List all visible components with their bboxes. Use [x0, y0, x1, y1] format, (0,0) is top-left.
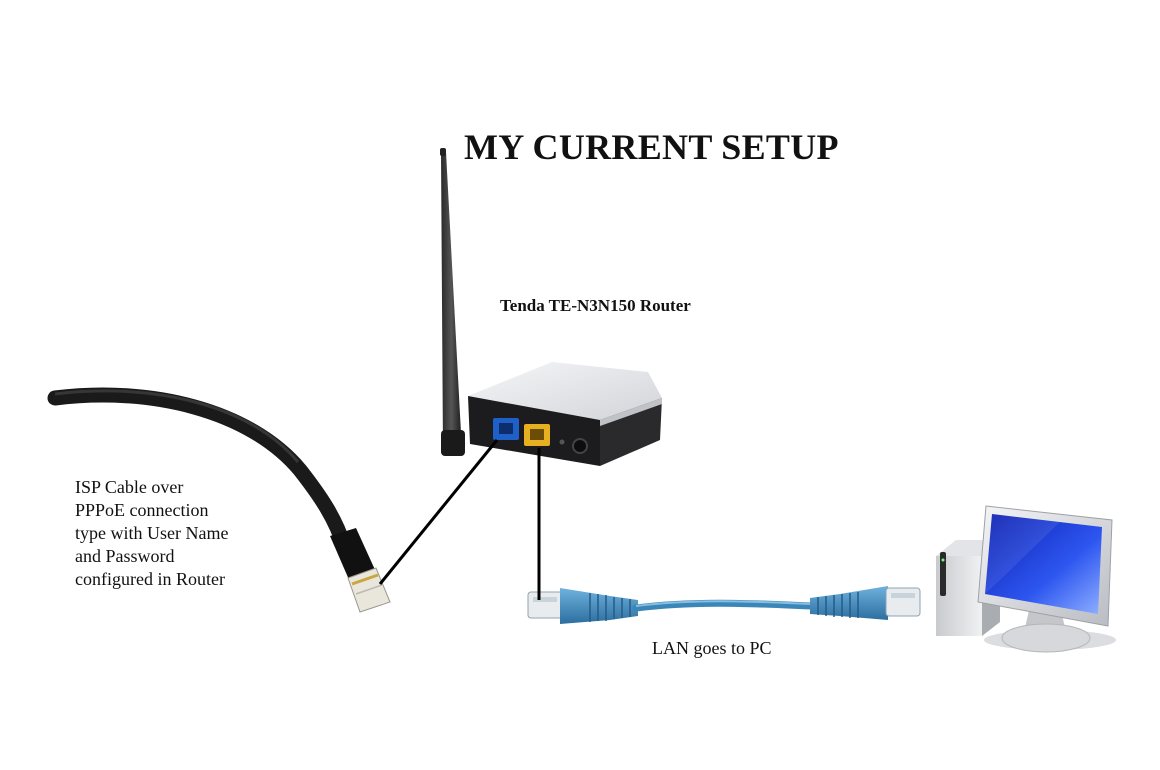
router-icon	[468, 362, 662, 466]
page-title: MY CURRENT SETUP	[464, 127, 839, 167]
isp-cable	[47, 387, 391, 613]
ethernet-connector-icon	[885, 587, 921, 617]
lan-port	[524, 424, 550, 446]
wan-connection-line	[378, 439, 499, 585]
desktop-pc-icon	[936, 505, 1116, 653]
isp-cable-description: ISP Cable over PPPoE connection type wit…	[75, 476, 228, 591]
ethernet-connector-icon	[347, 567, 391, 613]
router	[440, 148, 662, 466]
isp-description-line: and Password	[75, 546, 175, 566]
isp-description-line: type with User Name	[75, 523, 229, 543]
antenna-icon	[440, 148, 465, 456]
lan-cable	[527, 586, 921, 624]
lan-label: LAN goes to PC	[652, 638, 772, 658]
isp-description-line: PPPoE connection	[75, 500, 209, 520]
wan-port	[493, 418, 519, 440]
isp-description-line: ISP Cable over	[75, 477, 184, 497]
connection-lines	[378, 439, 541, 600]
router-label: Tenda TE-N3N150 Router	[500, 296, 691, 315]
isp-description-line: configured in Router	[75, 569, 225, 589]
ethernet-connector-icon	[527, 591, 563, 619]
